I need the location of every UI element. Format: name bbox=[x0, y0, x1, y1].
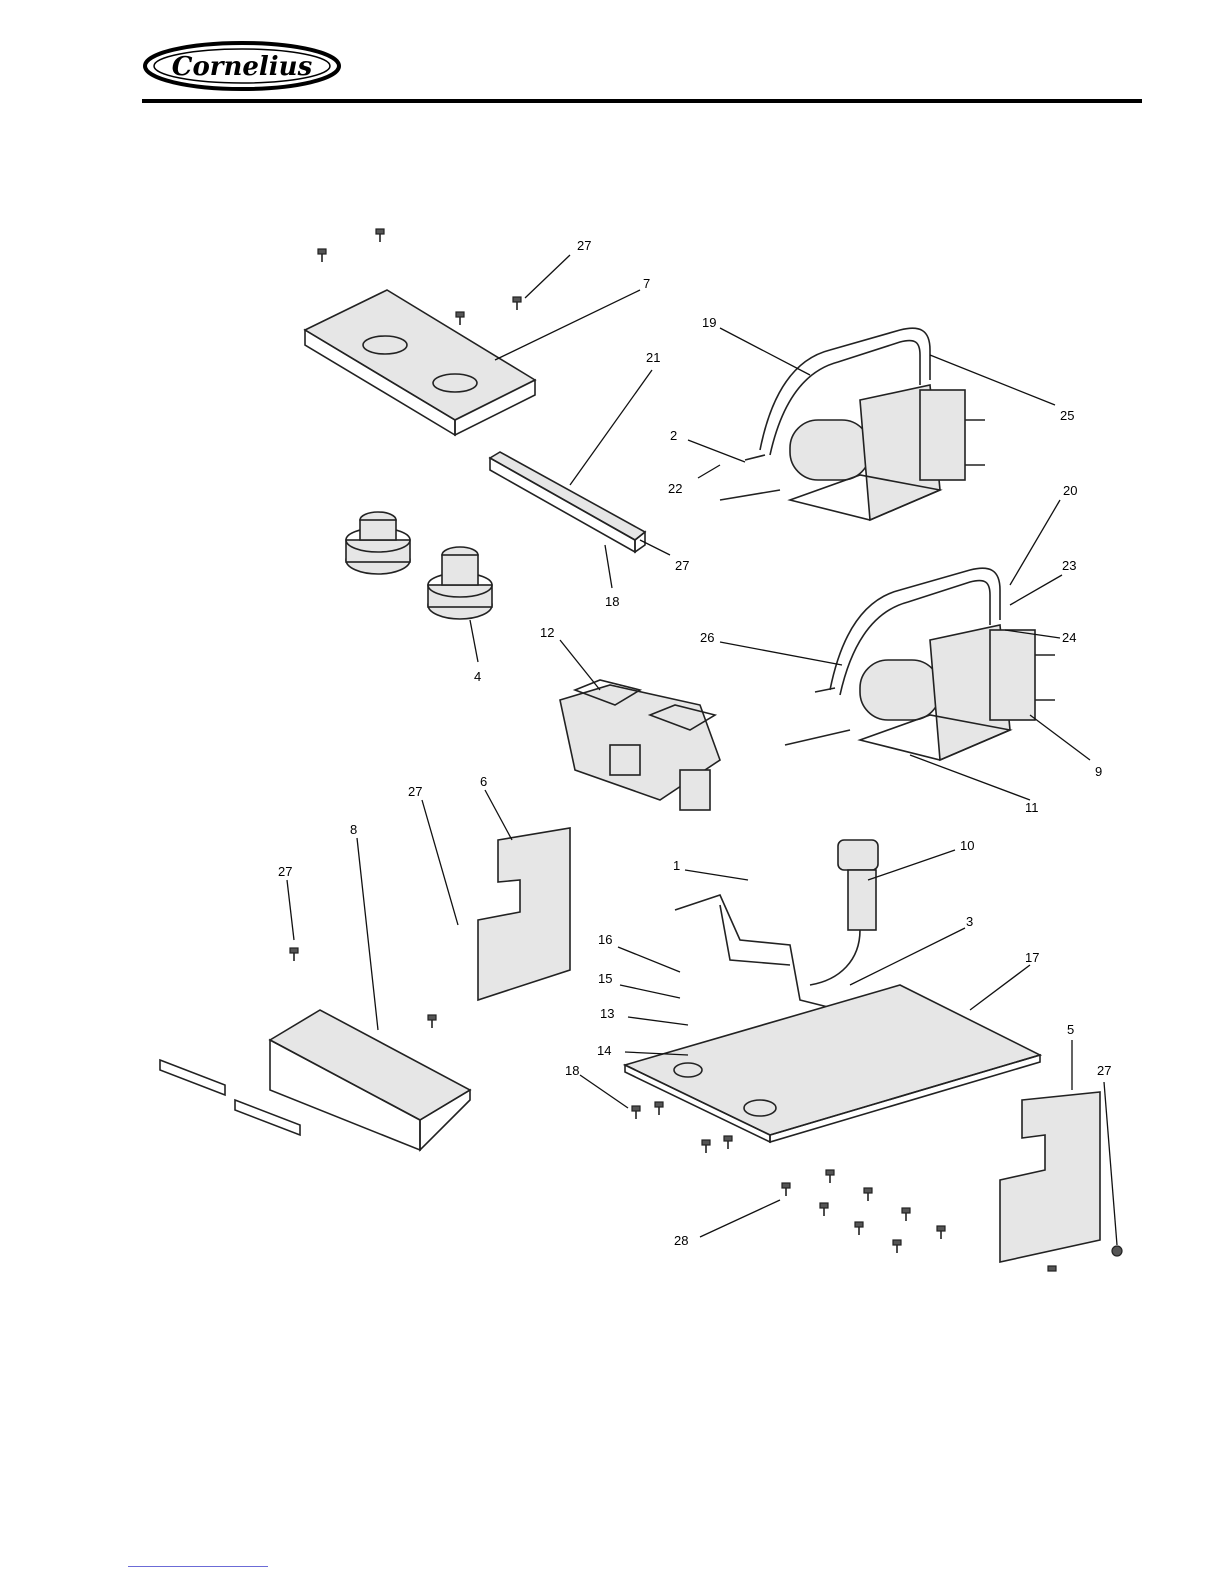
callout-24: 24 bbox=[1062, 630, 1076, 645]
front-panel bbox=[160, 1010, 470, 1150]
callout-18: 18 bbox=[565, 1063, 579, 1078]
side-bracket-right bbox=[1000, 1092, 1100, 1262]
callout-14: 14 bbox=[597, 1043, 611, 1058]
callout-27: 27 bbox=[278, 864, 292, 879]
callout-12: 12 bbox=[540, 625, 554, 640]
rotary-assembly bbox=[346, 512, 492, 619]
callout-1: 1 bbox=[673, 858, 680, 873]
base-plate bbox=[625, 985, 1040, 1142]
callout-25: 25 bbox=[1060, 408, 1074, 423]
callout-5: 5 bbox=[1067, 1022, 1074, 1037]
callout-4: 4 bbox=[474, 669, 481, 684]
callout-18: 18 bbox=[605, 594, 619, 609]
side-bracket-left bbox=[478, 828, 570, 1000]
manifold-piping bbox=[675, 840, 878, 1010]
top-cover-plate bbox=[305, 290, 535, 435]
callout-22: 22 bbox=[668, 481, 682, 496]
callout-27: 27 bbox=[675, 558, 689, 573]
valve-block bbox=[560, 680, 720, 810]
callout-17: 17 bbox=[1025, 950, 1039, 965]
callout-27: 27 bbox=[408, 784, 422, 799]
pump-assembly-lower bbox=[785, 568, 1055, 760]
callout-2: 2 bbox=[670, 428, 677, 443]
callout-3: 3 bbox=[966, 914, 973, 929]
pump-assembly-upper bbox=[720, 328, 985, 520]
callout-19: 19 bbox=[702, 315, 716, 330]
callout-27: 27 bbox=[1097, 1063, 1111, 1078]
bracket-rail bbox=[490, 452, 645, 552]
callout-27: 27 bbox=[577, 238, 591, 253]
callout-15: 15 bbox=[598, 971, 612, 986]
callout-20: 20 bbox=[1063, 483, 1077, 498]
callout-21: 21 bbox=[646, 350, 660, 365]
callout-28: 28 bbox=[674, 1233, 688, 1248]
callout-23: 23 bbox=[1062, 558, 1076, 573]
callout-26: 26 bbox=[700, 630, 714, 645]
callout-11: 11 bbox=[1025, 800, 1039, 815]
callout-8: 8 bbox=[350, 822, 357, 837]
callout-10: 10 bbox=[960, 838, 974, 853]
callout-7: 7 bbox=[643, 276, 650, 291]
callout-16: 16 bbox=[598, 932, 612, 947]
callout-9: 9 bbox=[1095, 764, 1102, 779]
footer-link-line bbox=[128, 1566, 268, 1567]
callout-13: 13 bbox=[600, 1006, 614, 1021]
callout-6: 6 bbox=[480, 774, 487, 789]
